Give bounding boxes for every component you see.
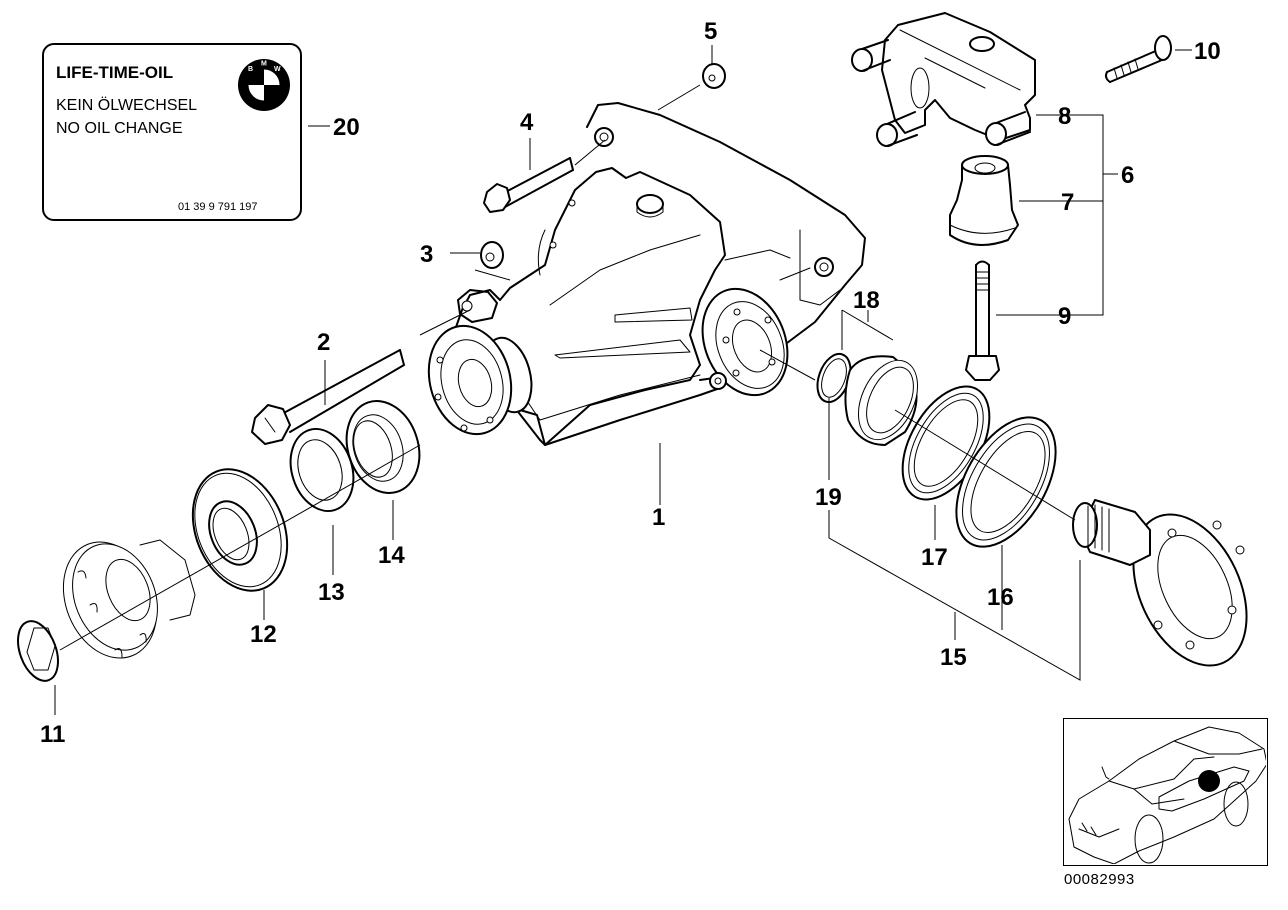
oil-label-english: NO OIL CHANGE xyxy=(56,120,183,137)
callout-17[interactable]: 17 xyxy=(921,544,948,571)
part-18-bearing-seal[interactable] xyxy=(844,351,929,449)
callout-3[interactable]: 3 xyxy=(420,241,433,268)
diagram-id: 00082993 xyxy=(1064,871,1135,888)
oil-label-german: KEIN ÖLWECHSEL xyxy=(56,97,198,114)
part-7-rubber-mount[interactable] xyxy=(949,155,1019,246)
callout-6[interactable]: 6 xyxy=(1121,162,1134,189)
callout-15[interactable]: 15 xyxy=(940,644,967,671)
car-locator-thumbnail[interactable] xyxy=(1063,718,1268,866)
part-4-bolt[interactable] xyxy=(483,157,574,213)
oil-label-part-number: 01 39 9 791 197 xyxy=(178,201,258,213)
callout-10[interactable]: 10 xyxy=(1194,38,1221,65)
part-11-collar-nut[interactable] xyxy=(10,616,65,687)
part-14-seal[interactable] xyxy=(335,391,431,502)
callout-1[interactable]: 1 xyxy=(652,504,665,531)
part-2-bolt[interactable] xyxy=(251,349,405,445)
callout-20[interactable]: 20 xyxy=(333,114,360,141)
part-8-bracket[interactable] xyxy=(851,12,1036,147)
part-3-nut[interactable] xyxy=(480,241,504,269)
leader-lines xyxy=(54,45,1192,715)
final-drive-housing[interactable] xyxy=(454,102,866,446)
callout-12[interactable]: 12 xyxy=(250,621,277,648)
callout-5[interactable]: 5 xyxy=(704,18,717,45)
oil-label-sticker[interactable]: LIFE-TIME-OIL KEIN ÖLWECHSEL NO OIL CHAN… xyxy=(42,43,302,221)
drive-flange[interactable] xyxy=(47,528,196,672)
part-9-long-bolt[interactable] xyxy=(965,260,1000,381)
part-16-dust-cover[interactable] xyxy=(936,401,1076,564)
part-12-dust-cover[interactable] xyxy=(176,455,305,605)
pinion-flange[interactable] xyxy=(417,317,523,444)
locator-position-marker xyxy=(1198,770,1220,792)
callout-8[interactable]: 8 xyxy=(1058,103,1071,130)
bmw-roundel-icon: B M W xyxy=(238,59,290,111)
part-10-bolt[interactable] xyxy=(1105,35,1172,83)
oil-label-title: LIFE-TIME-OIL xyxy=(56,63,174,82)
logo-letter-w: W xyxy=(274,66,281,73)
logo-letter-m: M xyxy=(261,61,267,68)
part-19-circlip[interactable] xyxy=(811,349,856,406)
callout-16[interactable]: 16 xyxy=(987,584,1014,611)
callout-4[interactable]: 4 xyxy=(520,109,534,136)
part-5-nut[interactable] xyxy=(702,63,726,89)
callout-7[interactable]: 7 xyxy=(1061,189,1074,216)
callout-11[interactable]: 11 xyxy=(40,721,65,748)
logo-letter-b: B xyxy=(248,66,253,73)
callout-13[interactable]: 13 xyxy=(318,579,345,606)
callout-19[interactable]: 19 xyxy=(815,484,842,511)
callout-14[interactable]: 14 xyxy=(378,542,405,569)
car-locator-icon xyxy=(1068,726,1268,865)
part-13-seal[interactable] xyxy=(280,421,363,519)
output-flange-shaft[interactable] xyxy=(1072,496,1269,683)
callout-18[interactable]: 18 xyxy=(853,287,880,314)
callout-2[interactable]: 2 xyxy=(317,329,330,356)
callout-9[interactable]: 9 xyxy=(1058,303,1071,330)
